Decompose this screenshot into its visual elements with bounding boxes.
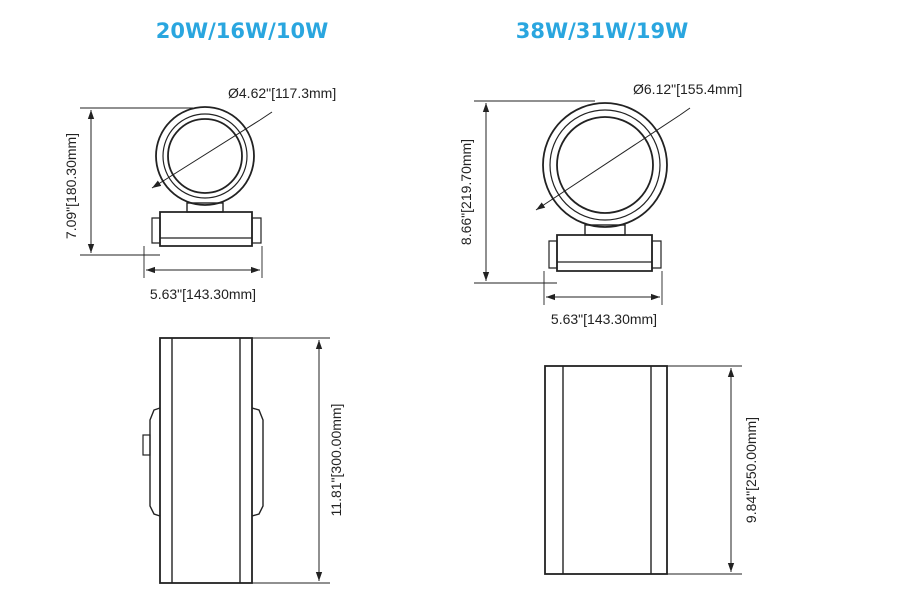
model-1-width-label: 5.63"[143.30mm]	[150, 286, 256, 302]
model-1-side-view: 11.81"[300.00mm]	[142, 337, 344, 584]
model-1-title: 20W/16W/10W	[156, 19, 329, 43]
model-2-length-label: 9.84"[250.00mm]	[743, 417, 759, 523]
model-1-height-label: 7.09"[180.30mm]	[63, 133, 79, 239]
model-2-height-label: 8.66"[219.70mm]	[458, 139, 474, 245]
model-2-side-view: 9.84"[250.00mm]	[544, 365, 759, 575]
model-1-diameter-label: Ø4.62"[117.3mm]	[228, 85, 336, 101]
model-1-length-label: 11.81"[300.00mm]	[328, 404, 344, 517]
model-1-front-view: Ø4.62"[117.3mm] 7.09"[180.30mm] 5.63"[14…	[63, 85, 336, 302]
model-2-diameter-label: Ø6.12"[155.4mm]	[633, 81, 742, 97]
model-2-front-view: Ø6.12"[155.4mm] 8.66"[219.70mm] 5.63"[14…	[458, 81, 742, 327]
model-2-title: 38W/31W/19W	[516, 19, 689, 43]
model-2-width-label: 5.63"[143.30mm]	[551, 311, 657, 327]
